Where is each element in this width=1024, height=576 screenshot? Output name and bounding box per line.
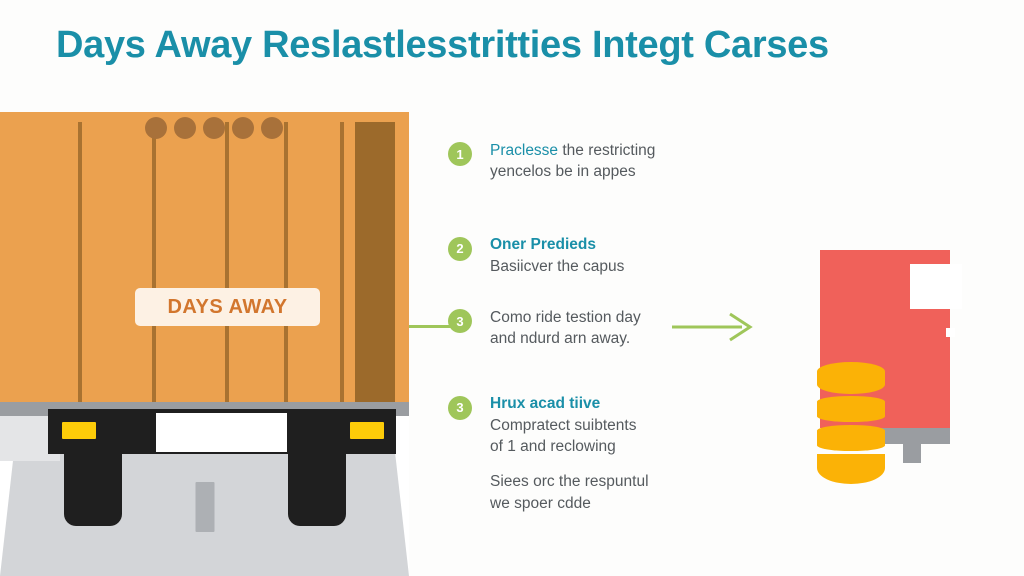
arrow-right-svg [672, 312, 753, 342]
truck-license-plate-area [156, 413, 287, 452]
step-4-heading: Hrux acad tiive [490, 394, 601, 412]
step-1-line-1: Praclesse the restricting [490, 140, 748, 161]
truck-rivet-dot [261, 117, 283, 139]
step-4-line-1: Compratect suibtents [490, 416, 637, 434]
step-3-line-1: Como ride testion day [490, 309, 641, 327]
step-2-heading: Oner Predieds [490, 235, 596, 253]
warehouse-illustration [805, 250, 980, 495]
truck-sign-label: DAYS AWAY [167, 295, 288, 318]
warehouse-window [910, 264, 962, 309]
truck-rivet-dot [174, 117, 196, 139]
warehouse-indicator-dot [946, 328, 955, 337]
step-item-3[interactable]: 3 Como ride testion day and ndurd arn aw… [448, 307, 748, 350]
steps-list: 1 Praclesse the restricting yencelos be … [448, 140, 748, 514]
step-badge-2: 2 [448, 236, 472, 261]
step-1-lead: Praclesse [490, 142, 559, 159]
truck-sign-plaque: DAYS AWAY [135, 288, 320, 326]
connector-line-icon [409, 325, 453, 328]
step-2-line-1: Basiicver the capus [490, 257, 625, 275]
step-item-4[interactable]: 3 Hrux acad tiive Compratect suibtents o… [448, 394, 748, 514]
truck-illustration: DAYS AWAY [0, 112, 409, 576]
truck-roof-edge [0, 112, 409, 122]
warehouse-foot [903, 444, 921, 463]
step-badge-4: 3 [448, 395, 472, 420]
arrow-right-icon [672, 310, 762, 344]
truck-reflector-left [62, 422, 96, 439]
step-1-rest: the restricting [558, 142, 656, 159]
page-title: Days Away Reslastlesstritties Integt Car… [56, 24, 829, 66]
truck-panel-seam [225, 122, 229, 402]
step-4-line-4: we spoer cdde [490, 494, 591, 512]
step-1-line-2: yencelos be in appes [490, 163, 636, 181]
truck-side-panel [355, 122, 395, 402]
truck-wheel-left [64, 454, 122, 526]
road-dash-mark [195, 482, 214, 532]
truck-panel-seam [284, 122, 288, 402]
step-4-line-3: Siees orc the respuntul [490, 473, 649, 491]
truck-panel-seam [152, 122, 156, 402]
truck-panel-seam [78, 122, 82, 402]
step-badge-3: 3 [448, 309, 472, 334]
truck-cargo-body: DAYS AWAY [0, 112, 409, 402]
truck-rivet-dot [232, 117, 254, 139]
tank-segment [817, 396, 885, 422]
truck-panel-seam [340, 122, 344, 402]
truck-rivet-dot [145, 117, 167, 139]
warehouse-base [875, 428, 950, 444]
step-badge-1: 1 [448, 142, 472, 166]
step-3-line-2: and ndurd arn away. [490, 330, 631, 348]
truck-wheel-right [288, 454, 346, 526]
tank-segment [817, 454, 885, 484]
truck-reflector-right [350, 422, 384, 439]
truck-rivet-dot [203, 117, 225, 139]
tank-segment [817, 362, 885, 394]
step-item-1[interactable]: 1 Praclesse the restricting yencelos be … [448, 140, 748, 183]
step-4-line-2: of 1 and reclowing [490, 438, 616, 456]
storage-tank [817, 362, 885, 484]
tank-segment [817, 425, 885, 451]
step-item-2[interactable]: 2 Oner Predieds Basiicver the capus [448, 235, 748, 277]
